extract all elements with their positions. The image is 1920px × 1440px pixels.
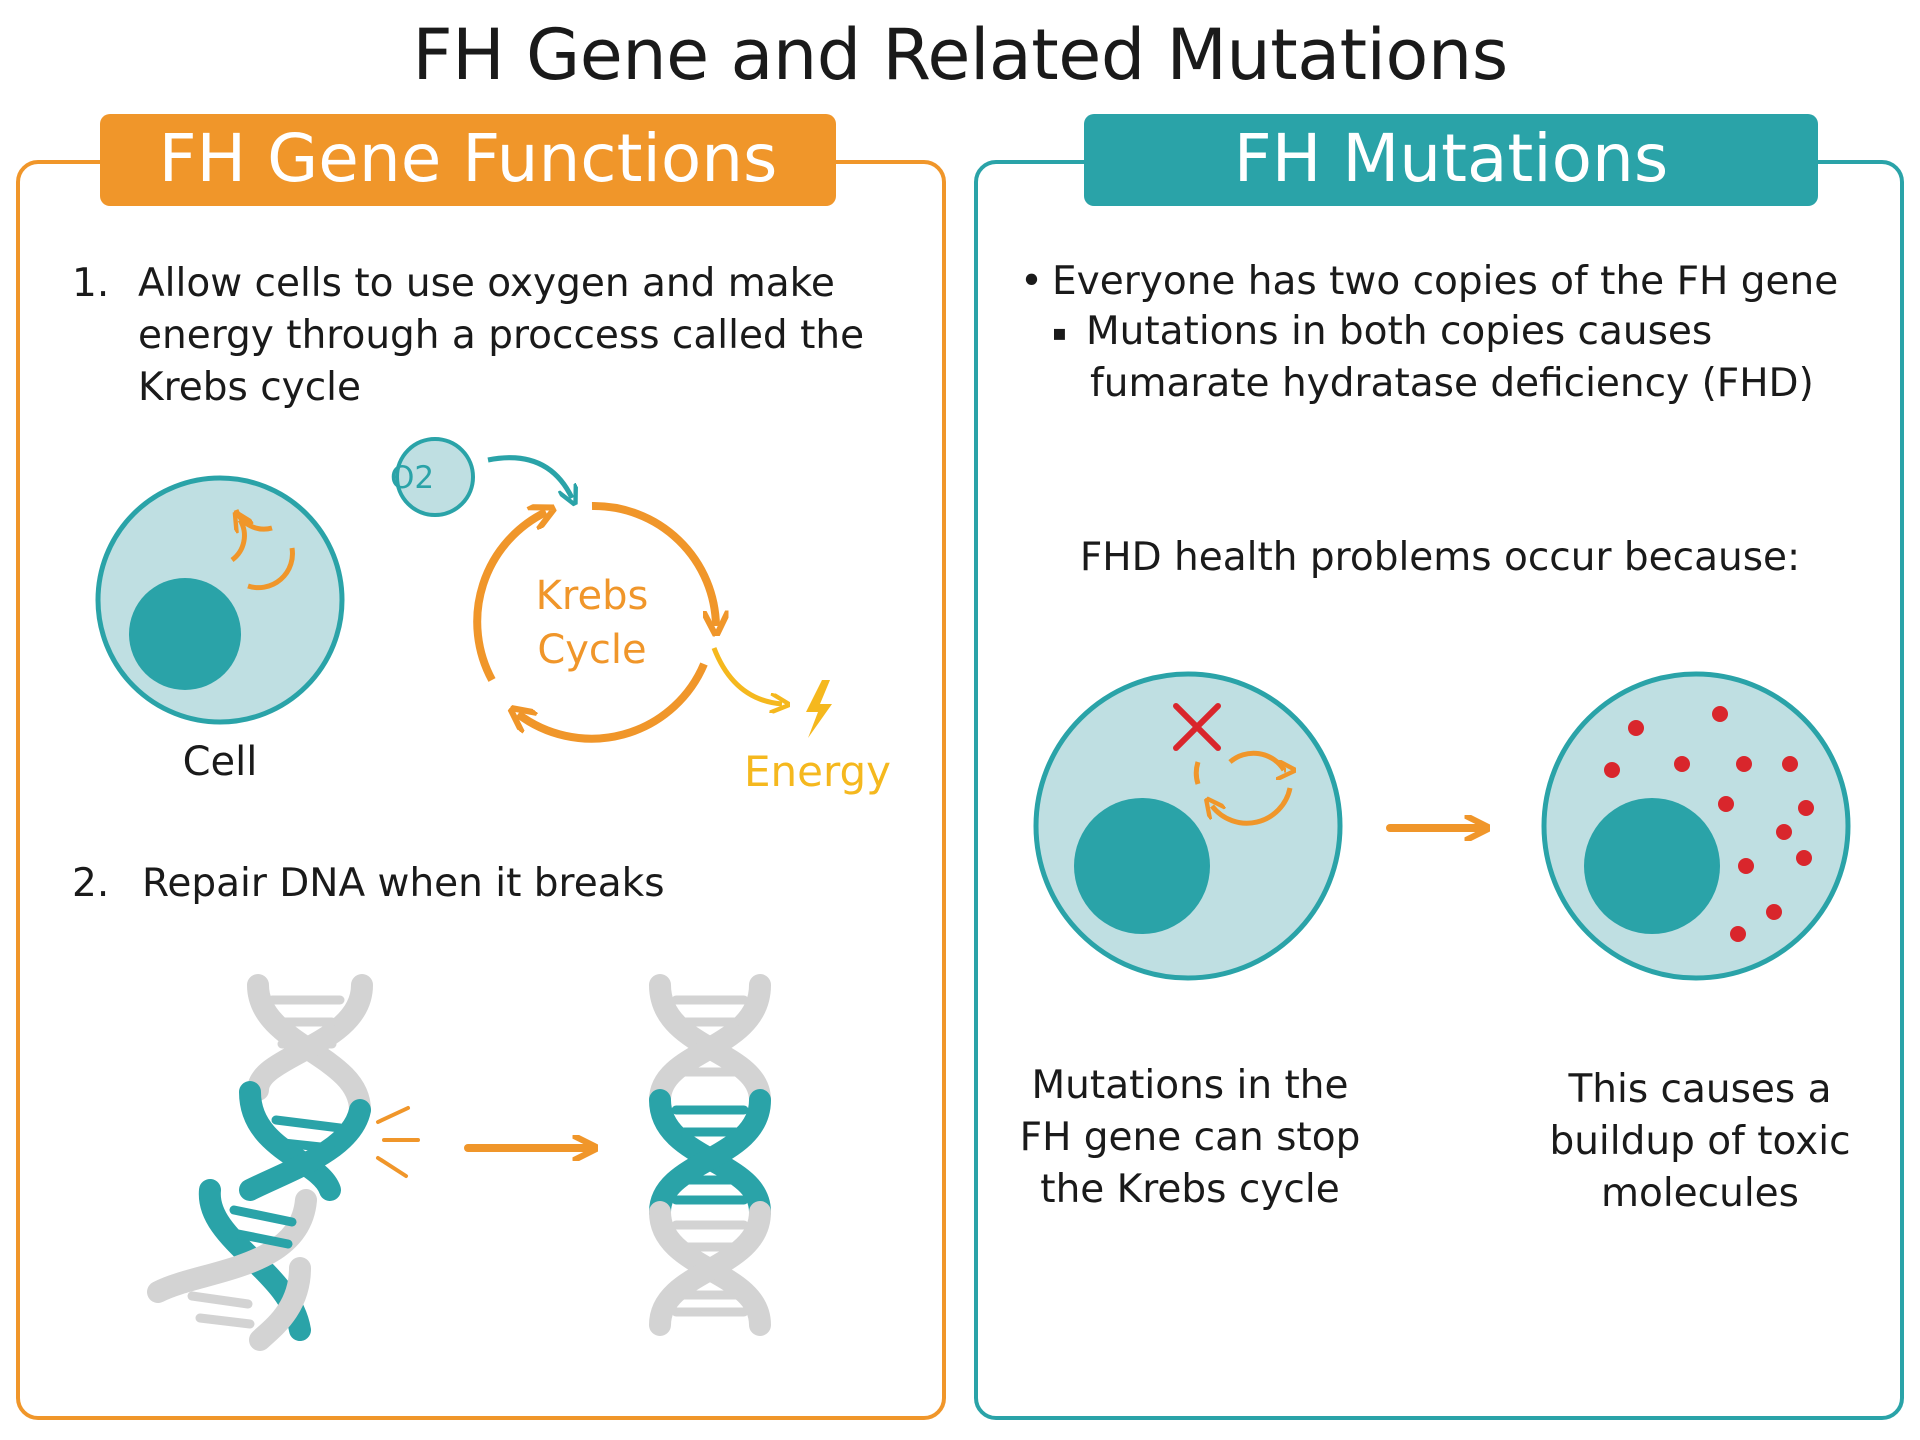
toxic-cell-diagram [1541, 671, 1851, 981]
main-title: FH Gene and Related Mutations [412, 14, 1508, 96]
functions-tab: FH Gene Functions [100, 114, 836, 206]
x-mark-icon [1173, 703, 1221, 751]
bullet-dot: • [1020, 259, 1044, 304]
energy-arrow [711, 647, 782, 704]
sub-bullet-line2: fumarate hydratase deficiency (FHD) [1090, 361, 1814, 406]
sub-bullet-line1: Mutations in both copies causes [1086, 309, 1713, 354]
cell-diagram [95, 475, 345, 725]
caption-left-line3: the Krebs cycle [1040, 1167, 1340, 1212]
problems-heading: FHD health problems occur because: [1079, 535, 1801, 580]
o2-label: O2 [390, 460, 435, 496]
item1-line2: energy through a proccess called the [138, 313, 865, 358]
item2-number: 2. [72, 861, 110, 906]
cell-label: Cell [182, 739, 258, 785]
toxic-molecules [1604, 706, 1814, 942]
krebs-cycle-arrows [473, 501, 716, 743]
bullet1-text: Everyone has two copies of the FH gene [1052, 259, 1839, 304]
lightning-icon [806, 680, 832, 738]
caption-right-line3: molecules [1601, 1171, 1799, 1216]
broken-dna-icon [147, 974, 420, 1351]
caption-left-line2: FH gene can stop [1019, 1115, 1361, 1160]
mutated-cell-diagram [1033, 671, 1343, 981]
caption-right-line2: buildup of toxic [1549, 1119, 1851, 1164]
mutations-tab: FH Mutations [1084, 114, 1818, 206]
item1-line3: Krebs cycle [138, 365, 362, 410]
repaired-dna-icon [649, 974, 771, 1336]
item1-number: 1. [72, 261, 110, 306]
energy-label: Energy [744, 747, 892, 796]
o2-bubble [395, 437, 475, 517]
item1-line1: Allow cells to use oxygen and make [138, 261, 835, 306]
item2-text: Repair DNA when it breaks [142, 861, 665, 906]
krebs-label-line1: Krebs [535, 573, 649, 619]
krebs-label-line2: Cycle [537, 627, 647, 673]
o2-arrow [487, 455, 572, 498]
sub-bullet-marker: ▪ [1052, 321, 1067, 346]
caption-right-line1: This causes a [1568, 1067, 1832, 1112]
caption-left-line1: Mutations in the [1031, 1063, 1349, 1108]
